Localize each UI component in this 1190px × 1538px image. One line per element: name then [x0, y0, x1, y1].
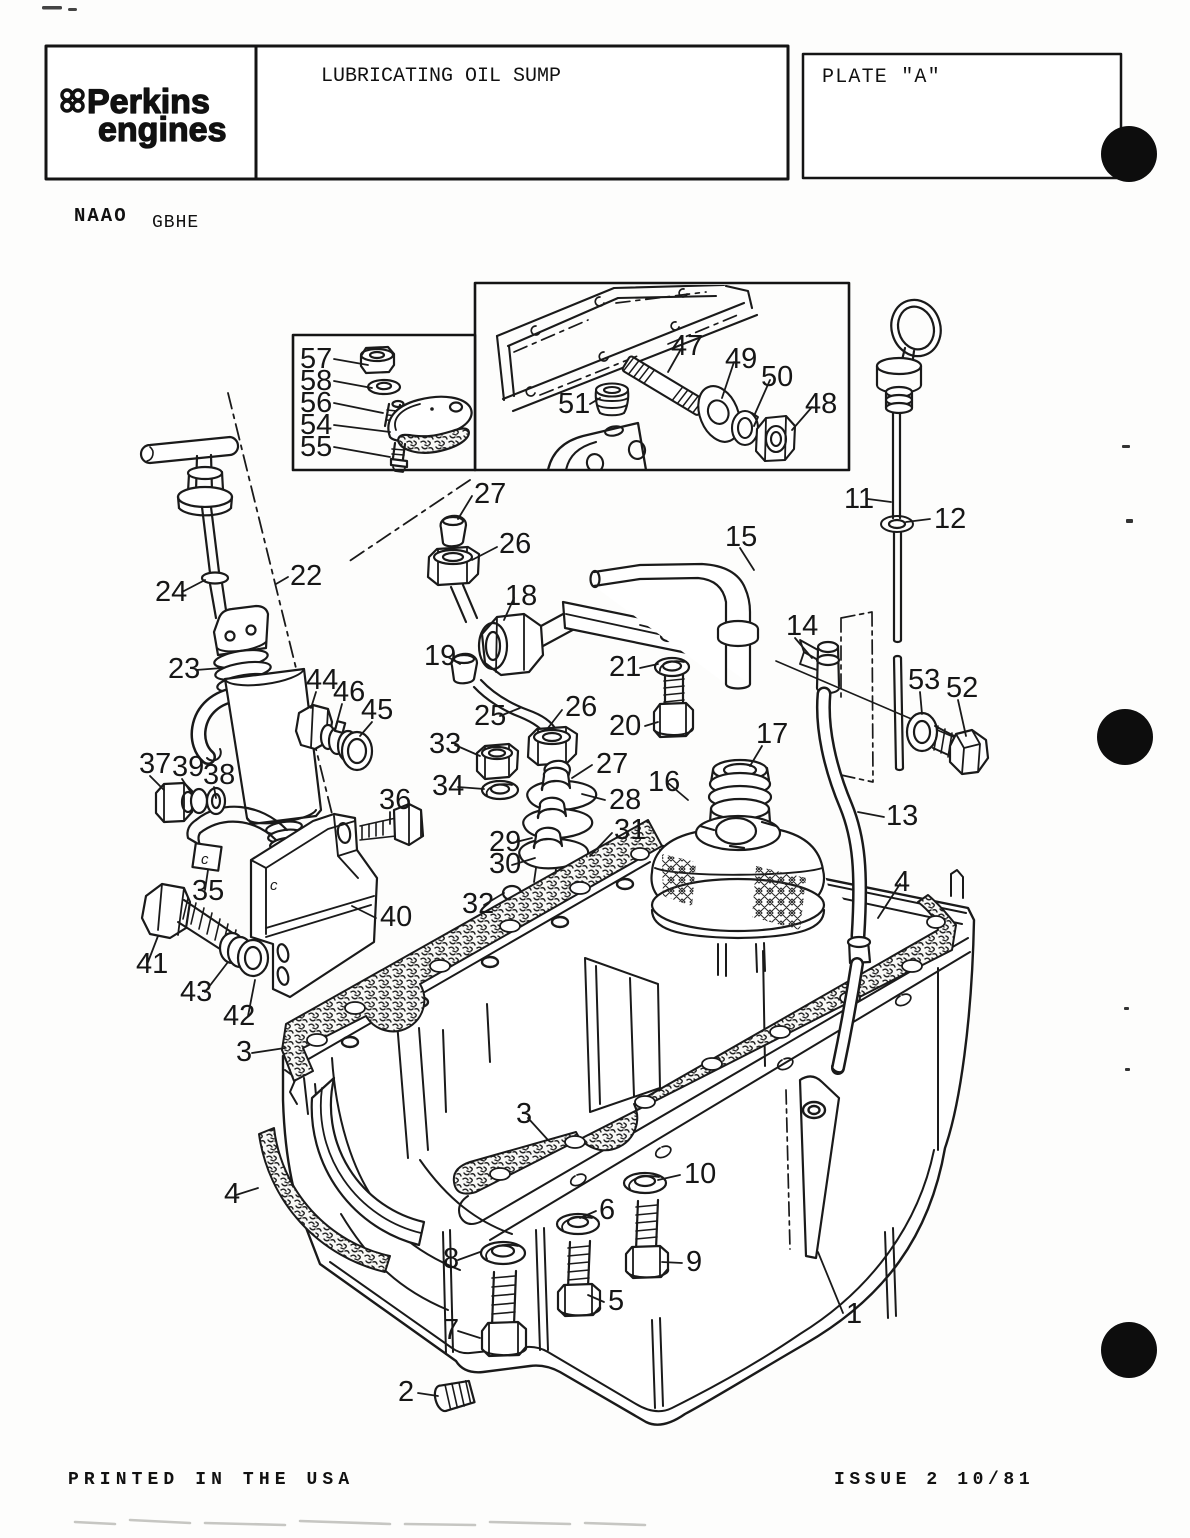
svg-text:33: 33 [429, 728, 461, 760]
svg-text:55: 55 [300, 431, 332, 463]
svg-text:43: 43 [180, 976, 212, 1008]
svg-text:39: 39 [172, 751, 204, 783]
svg-text:49: 49 [725, 343, 757, 375]
svg-text:1: 1 [846, 1298, 862, 1330]
svg-text:c: c [201, 851, 209, 868]
svg-text:58: 58 [300, 365, 332, 397]
svg-text:engines: engines [98, 111, 226, 149]
svg-text:51: 51 [558, 388, 590, 420]
svg-text:46: 46 [333, 676, 365, 708]
svg-text:37: 37 [139, 748, 171, 780]
svg-text:c: c [270, 877, 278, 894]
svg-text:35: 35 [192, 875, 224, 907]
svg-text:12: 12 [934, 503, 966, 535]
svg-text:16: 16 [648, 766, 680, 798]
svg-text:14: 14 [786, 610, 818, 642]
svg-text:13: 13 [886, 800, 918, 832]
svg-text:27: 27 [596, 748, 628, 780]
svg-text:34: 34 [432, 770, 464, 802]
svg-text:ISSUE 2 10/81: ISSUE 2 10/81 [834, 1470, 1034, 1490]
svg-text:17: 17 [756, 718, 788, 750]
svg-text:4: 4 [894, 866, 910, 898]
svg-text:Perkins: Perkins [87, 83, 210, 121]
svg-text:26: 26 [565, 691, 597, 723]
svg-text:8: 8 [443, 1243, 459, 1275]
svg-text:23: 23 [168, 653, 200, 685]
svg-text:3: 3 [236, 1036, 252, 1068]
svg-text:10: 10 [684, 1158, 716, 1190]
svg-text:27: 27 [474, 478, 506, 510]
svg-text:40: 40 [380, 901, 412, 933]
svg-text:6: 6 [599, 1194, 615, 1226]
svg-text:26: 26 [499, 528, 531, 560]
svg-text:15: 15 [725, 521, 757, 553]
svg-text:31: 31 [614, 814, 646, 846]
svg-text:21: 21 [609, 651, 641, 683]
svg-text:PLATE "A": PLATE "A" [822, 66, 941, 89]
svg-text:52: 52 [946, 672, 978, 704]
svg-text:GBHE: GBHE [152, 213, 199, 233]
svg-text:28: 28 [609, 784, 641, 816]
svg-text:22: 22 [290, 560, 322, 592]
svg-text:38: 38 [203, 759, 235, 791]
svg-text:19: 19 [424, 640, 456, 672]
svg-text:9: 9 [686, 1246, 702, 1278]
svg-text:56: 56 [300, 387, 332, 419]
svg-text:20: 20 [609, 710, 641, 742]
svg-text:7: 7 [443, 1314, 459, 1346]
svg-text:54: 54 [300, 409, 332, 441]
svg-text:2: 2 [398, 1376, 414, 1408]
svg-text:53: 53 [908, 664, 940, 696]
svg-text:45: 45 [361, 694, 393, 726]
svg-text:LUBRICATING OIL SUMP: LUBRICATING OIL SUMP [321, 65, 561, 88]
svg-text:5: 5 [608, 1285, 624, 1317]
svg-text:57: 57 [300, 343, 332, 375]
svg-text:36: 36 [379, 784, 411, 816]
svg-text:48: 48 [805, 388, 837, 420]
svg-text:4: 4 [224, 1178, 240, 1210]
svg-text:32: 32 [462, 888, 494, 920]
svg-text:NAAO: NAAO [74, 205, 128, 227]
svg-text:PRINTED IN THE USA: PRINTED IN THE USA [68, 1470, 354, 1490]
svg-text:44: 44 [306, 664, 338, 696]
svg-text:3: 3 [516, 1098, 532, 1130]
